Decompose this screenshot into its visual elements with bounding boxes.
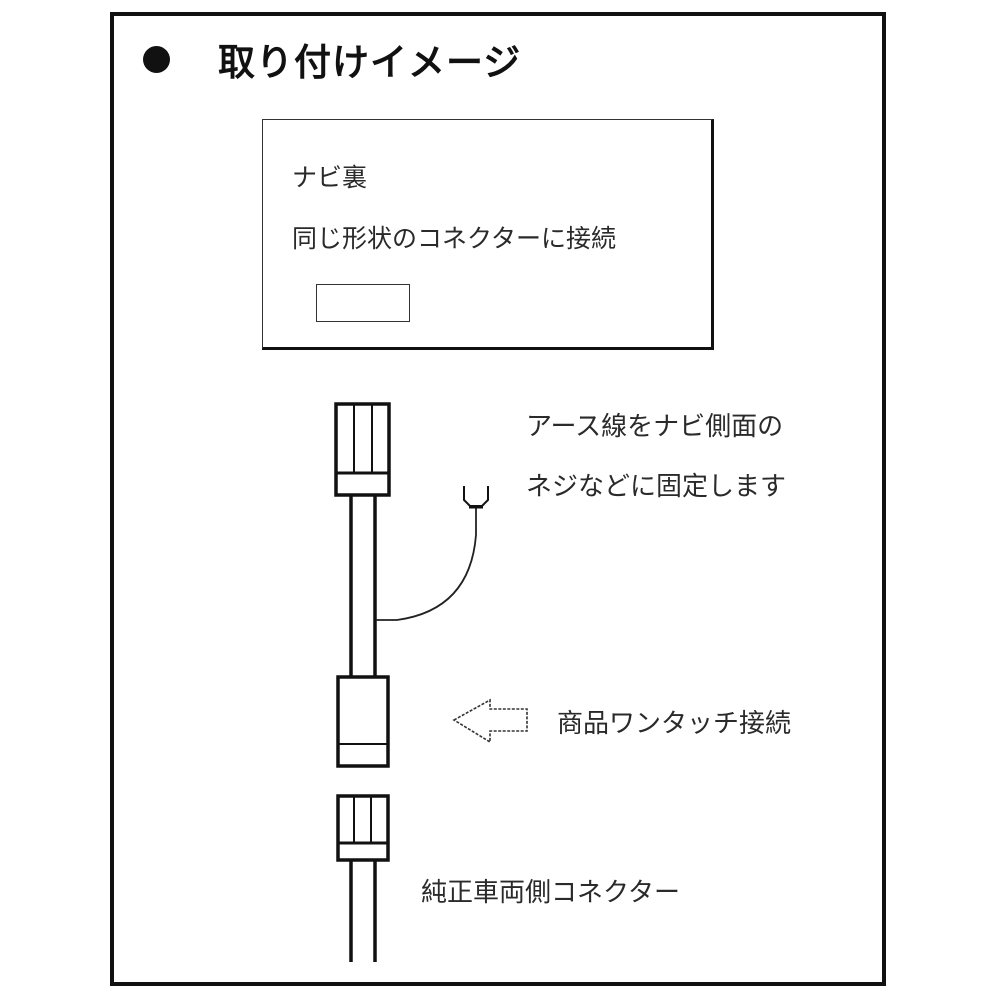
- navi-back-label: ナビ裏: [292, 163, 368, 192]
- ground-terminal-icon: [463, 486, 489, 509]
- top-connector-icon: [334, 402, 391, 497]
- oem-connector-icon: [336, 794, 390, 862]
- diagram-frame: [110, 12, 886, 986]
- onetouch-connection-label: 商品ワンタッチ接続: [557, 709, 792, 739]
- product-connector-icon: [336, 675, 390, 768]
- navi-socket-shape: [316, 284, 410, 322]
- harness-wire-lower: [349, 860, 377, 962]
- arrow-left-icon: [452, 698, 528, 744]
- ground-instruction-line2: ネジなどに固定します: [526, 472, 787, 502]
- navi-connect-instruction: 同じ形状のコネクターに接続: [292, 224, 617, 253]
- bullet-icon: [143, 46, 170, 73]
- ground-wire-icon: [376, 508, 477, 621]
- navi-back-panel: [262, 119, 714, 350]
- oem-connector-label: 純正車両側コネクター: [421, 878, 680, 908]
- ground-instruction-line1: アース線をナビ側面の: [526, 412, 784, 442]
- harness-wire-upper: [349, 495, 377, 678]
- diagram-title: 取り付けイメージ: [218, 41, 522, 84]
